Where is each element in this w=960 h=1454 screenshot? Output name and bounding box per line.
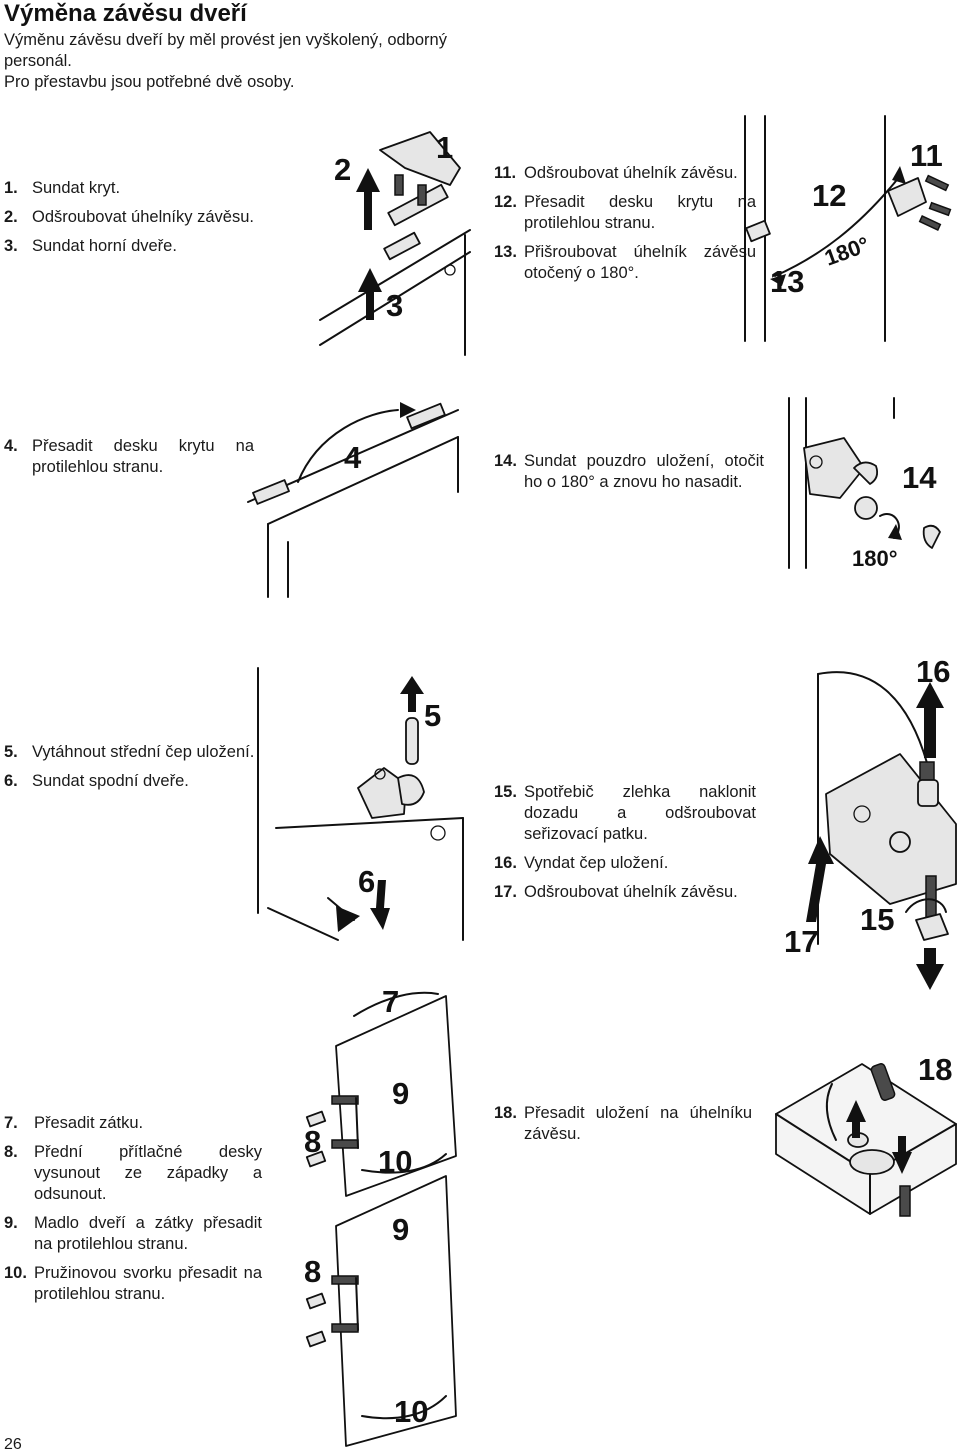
step-number: 18.: [494, 1104, 517, 1122]
step-item: 18. Přesadit uložení na úhelníku závěsu.: [494, 1103, 752, 1145]
step-number: 4.: [4, 437, 18, 455]
step-text: Přesadit desku krytu na protilehlou stra…: [32, 437, 254, 476]
step-number: 2.: [4, 208, 18, 226]
figure-label: 10: [378, 1144, 412, 1179]
figure-label: 12: [812, 178, 846, 213]
step-number: 5.: [4, 743, 18, 761]
steps-group-18: 18. Přesadit uložení na úhelníku závěsu.: [494, 1103, 752, 1153]
step-text: Přední přítlačné desky vysunout ze západ…: [34, 1143, 262, 1203]
step-number: 6.: [4, 772, 18, 790]
step-text: Přišroubovat úhelník závěsu otočený o 18…: [524, 243, 756, 282]
step-number: 16.: [494, 854, 517, 872]
steps-group-7: 7. Přesadit zátku. 8. Přední přítlačné des…: [4, 1113, 262, 1313]
figure-label: 16: [916, 654, 950, 689]
step-text: Sundat pouzdro uložení, otočit ho o 180°…: [524, 452, 764, 491]
step-text: Přesadit desku krytu na protilehlou stra…: [524, 193, 756, 232]
figure-angle-label: 180°: [821, 232, 872, 271]
intro-text: Výměnu závěsu dveří by měl provést jen v…: [4, 30, 474, 93]
step-item: 17. Odšroubovat úhelník závěsu.: [494, 882, 756, 903]
step-item: 3. Sundat horní dveře.: [4, 236, 304, 257]
step-text: Sundat spodní dveře.: [32, 772, 189, 790]
step-text: Madlo dveří a zátky přesadit na protileh…: [34, 1214, 262, 1253]
step-text: Sundat horní dveře.: [32, 237, 177, 255]
figure-label: 18: [918, 1052, 952, 1087]
intro-line-1: Výměnu závěsu dveří by měl provést jen v…: [4, 31, 447, 70]
step-number: 11.: [494, 164, 517, 182]
figure-label: 17: [784, 924, 818, 959]
figure-middle-pin: 5 6: [257, 667, 464, 941]
figure-label: 8: [304, 1254, 321, 1289]
step-item: 7. Přesadit zátku.: [4, 1113, 262, 1134]
step-number: 8.: [4, 1143, 18, 1161]
step-item: 9. Madlo dveří a zátky přesadit na protil…: [4, 1213, 262, 1255]
steps-group-1: 1. Sundat kryt. 2. Odšroubovat úhelníky zá…: [4, 178, 304, 265]
step-text: Přesadit uložení na úhelníku závěsu.: [524, 1104, 752, 1143]
figure-cover-removal: 1 2 3: [319, 130, 471, 356]
steps-group-15: 15. Spotřebič zlehka naklonit dozadu a od…: [494, 782, 756, 911]
figure-adjustable-foot: 16 15 17: [784, 654, 957, 990]
page-number: 26: [4, 1436, 22, 1453]
step-item: 5. Vytáhnout střední čep uložení.: [4, 742, 274, 763]
figure-label: 5: [424, 698, 441, 733]
step-text: Spotřebič zlehka naklonit dozadu a odšro…: [524, 783, 756, 843]
figure-bearing-bracket: 18: [775, 1052, 957, 1217]
figure-label: 9: [392, 1076, 409, 1111]
step-number: 15.: [494, 783, 517, 801]
step-item: 11. Odšroubovat úhelník závěsu.: [494, 163, 756, 184]
steps-group-4: 4. Přesadit desku krytu na protilehlou st…: [4, 436, 254, 486]
step-number: 10.: [4, 1264, 27, 1282]
step-text: Odšroubovat úhelník závěsu.: [524, 883, 738, 901]
step-item: 1. Sundat kryt.: [4, 178, 304, 199]
step-number: 14.: [494, 452, 517, 470]
step-number: 12.: [494, 193, 517, 211]
figure-label: 3: [386, 288, 403, 323]
step-item: 13. Přišroubovat úhelník závěsu otočený o…: [494, 242, 756, 284]
figure-label: 13: [770, 264, 804, 299]
step-number: 1.: [4, 179, 18, 197]
step-number: 3.: [4, 237, 18, 255]
step-item: 10. Pružinovou svorku přesadit na protile…: [4, 1263, 262, 1305]
step-number: 7.: [4, 1114, 18, 1132]
step-text: Odšroubovat úhelníky závěsu.: [32, 208, 254, 226]
figure-label: 8: [304, 1124, 321, 1159]
step-text: Odšroubovat úhelník závěsu.: [524, 164, 738, 182]
figure-angle-label: 180°: [852, 546, 898, 571]
step-item: 14. Sundat pouzdro uložení, otočit ho o 1…: [494, 451, 764, 493]
step-number: 13.: [494, 243, 517, 261]
figure-label: 15: [860, 902, 894, 937]
steps-group-14: 14. Sundat pouzdro uložení, otočit ho o 1…: [494, 451, 764, 501]
step-text: Přesadit zátku.: [34, 1114, 144, 1132]
step-text: Pružinovou svorku přesadit na protilehlo…: [34, 1264, 262, 1303]
steps-group-5: 5. Vytáhnout střední čep uložení. 6. Sunda…: [4, 742, 274, 800]
steps-group-11: 11. Odšroubovat úhelník závěsu. 12. Přesad…: [494, 163, 756, 292]
figure-bushing-rotate: 14 180°: [788, 397, 941, 571]
step-item: 4. Přesadit desku krytu na protilehlou st…: [4, 436, 254, 478]
step-text: Sundat kryt.: [32, 179, 121, 197]
step-item: 16. Vyndat čep uložení.: [494, 853, 756, 874]
figure-label: 11: [910, 138, 943, 173]
step-item: 12. Přesadit desku krytu na protilehlou s…: [494, 192, 756, 234]
step-item: 6. Sundat spodní dveře.: [4, 771, 274, 792]
figure-label: 2: [334, 152, 351, 187]
figure-label: 7: [382, 984, 399, 1019]
step-text: Vyndat čep uložení.: [524, 854, 669, 872]
figure-label: 4: [344, 440, 362, 475]
figure-label: 10: [394, 1394, 428, 1429]
figure-cover-plate: 4: [247, 402, 459, 598]
step-item: 8. Přední přítlačné desky vysunout ze záp…: [4, 1142, 262, 1205]
figure-label: 9: [392, 1212, 409, 1247]
step-number: 9.: [4, 1214, 18, 1232]
step-item: 15. Spotřebič zlehka naklonit dozadu a od…: [494, 782, 756, 845]
figure-label: 1: [436, 130, 453, 165]
figure-hinge-bracket: 11 12 13 180°: [744, 115, 952, 342]
figure-label: 14: [902, 460, 937, 495]
step-item: 2. Odšroubovat úhelníky závěsu.: [4, 207, 304, 228]
intro-line-2: Pro přestavbu jsou potřebné dvě osoby.: [4, 73, 295, 91]
figure-label: 6: [358, 864, 375, 899]
page-title: Výměna závěsu dveří: [4, 0, 247, 27]
figure-doors-handle: 7 9 8 10 9 8 10: [304, 984, 457, 1447]
step-number: 17.: [494, 883, 517, 901]
step-text: Vytáhnout střední čep uložení.: [32, 743, 255, 761]
